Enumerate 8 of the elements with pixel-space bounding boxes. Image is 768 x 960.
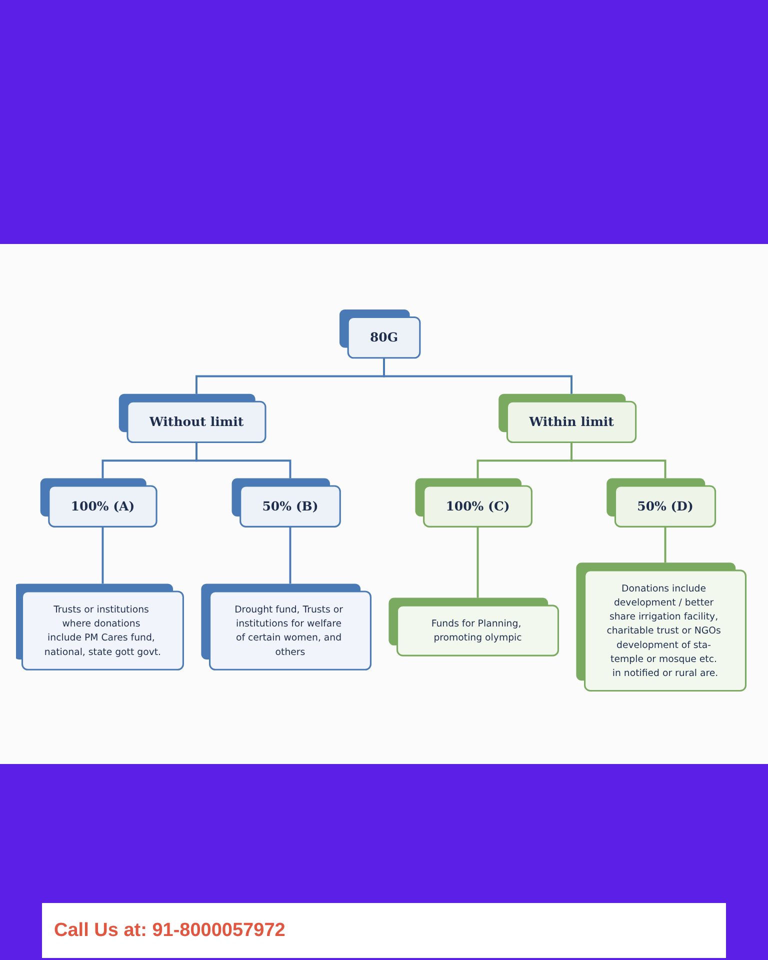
connector-line <box>196 443 292 478</box>
connector-line <box>383 358 572 394</box>
connector-line <box>664 527 666 563</box>
connector-line <box>289 527 292 584</box>
contact-note: Call Us at: 91-8000057972 <box>54 920 286 942</box>
connector-line <box>476 527 479 598</box>
connector-line <box>102 527 104 584</box>
connector-line <box>570 443 666 478</box>
